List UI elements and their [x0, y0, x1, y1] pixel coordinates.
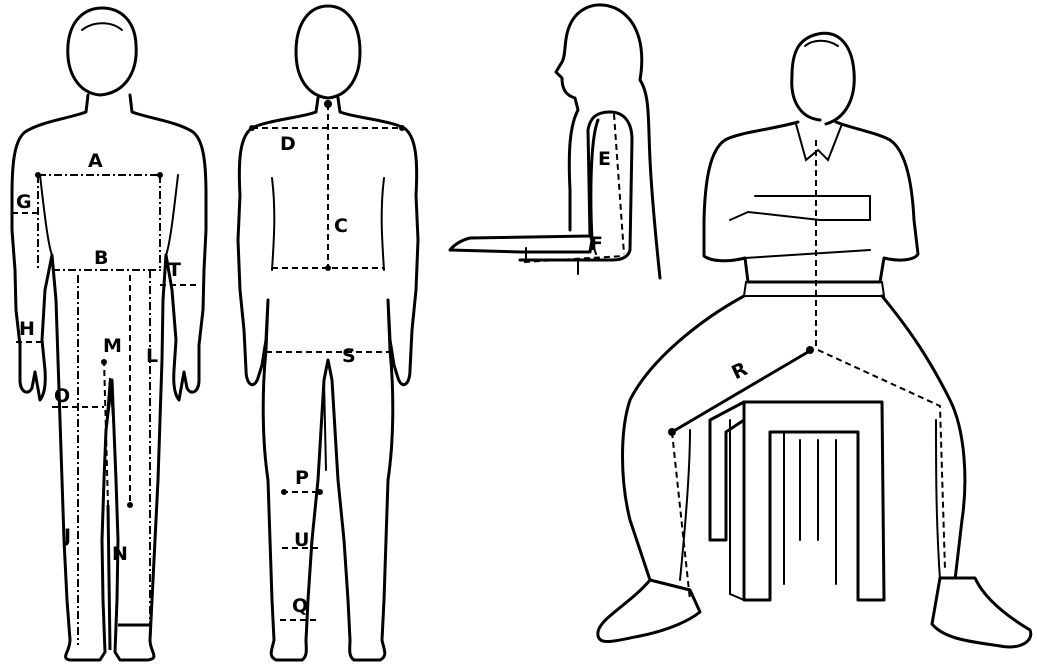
label-l: L: [146, 345, 158, 367]
label-o: O: [54, 385, 70, 407]
label-m: M: [103, 335, 122, 357]
seated-torso: [704, 122, 918, 282]
marker-r-hip: [806, 346, 814, 354]
label-t: T: [168, 259, 181, 281]
seated-right-leg-inner: [936, 420, 940, 580]
front-view-figure: A B G H T L M O J N: [12, 8, 206, 660]
seated-left-leg-inner: [680, 430, 690, 580]
stool-inner-legs: [784, 432, 836, 584]
label-s: S: [342, 345, 356, 367]
seated-collar: [796, 124, 842, 160]
back-right-arm-inner: [382, 178, 384, 270]
measure-line-e: [614, 114, 624, 254]
seated-head: [792, 33, 855, 124]
seated-belt: [744, 282, 884, 296]
seated-left-shoe: [598, 580, 700, 642]
back-view-figure: D C S P U Q: [238, 6, 418, 660]
seated-legs: [623, 296, 965, 580]
stool-left-leg-depth: [730, 420, 744, 600]
label-e: E: [598, 148, 611, 170]
back-head: [296, 6, 360, 98]
stool-side-left: [710, 402, 744, 540]
back-body-outline: [238, 98, 418, 660]
label-r: R: [728, 358, 751, 384]
label-g: G: [16, 191, 32, 213]
marker-c-top: [324, 100, 332, 108]
label-a: A: [88, 150, 103, 172]
measure-line-n: [108, 505, 110, 650]
label-f: F: [590, 233, 603, 255]
seated-right-shoe: [932, 578, 1031, 647]
label-j: J: [62, 525, 71, 547]
label-d: D: [280, 133, 296, 155]
label-c: C: [334, 215, 348, 237]
marker-d-right: [399, 125, 405, 131]
back-left-arm-inner: [272, 178, 274, 270]
seated-stool: [710, 402, 884, 600]
marker-p-right: [317, 489, 323, 495]
marker-m-top: [101, 359, 107, 365]
front-left-inner-arm: [40, 175, 52, 255]
front-right-inner-arm: [166, 175, 178, 255]
front-head: [68, 8, 136, 95]
seated-hair: [805, 41, 838, 46]
label-u: U: [294, 529, 309, 551]
seated-figure: R: [598, 33, 1031, 647]
label-p: P: [295, 467, 309, 489]
label-n: N: [112, 543, 128, 565]
stool-front-frame: [744, 402, 884, 600]
back-leg-gap: [324, 380, 326, 470]
label-h: H: [19, 318, 35, 340]
marker-m-bottom: [127, 502, 133, 508]
side-arm-outline: [450, 112, 632, 260]
label-b: B: [94, 247, 108, 269]
seated-arms-lower: [745, 250, 870, 258]
seated-arms-upper: [730, 196, 870, 220]
side-view-figure: E F: [450, 5, 660, 278]
marker-p-left: [281, 489, 287, 495]
marker-d-left: [249, 125, 255, 131]
front-hair-line: [82, 23, 122, 30]
label-q: Q: [292, 595, 308, 617]
